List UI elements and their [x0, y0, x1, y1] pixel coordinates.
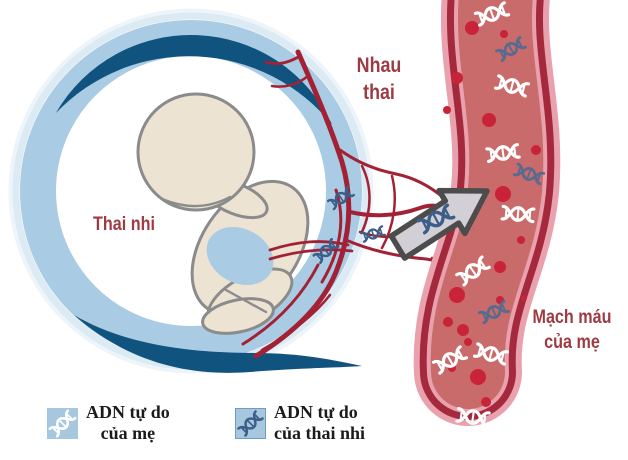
blood-cells — [443, 21, 541, 407]
dna-free-fetal-icon — [237, 409, 264, 437]
ring-crescent-bottom — [74, 315, 362, 373]
legend-label-line2: của thai nhi — [274, 423, 366, 443]
ring-crescent-top — [55, 34, 333, 126]
cffdna-arrow — [388, 187, 490, 261]
legend-item-fetal-dna: ADN tự do của thai nhi — [235, 402, 365, 444]
label-fetus: Thai nhi — [93, 214, 155, 235]
fetus — [136, 92, 310, 335]
label-placenta-line1: Nhau — [356, 54, 402, 77]
legend-item-maternal-dna: ADN tự do của mẹ — [47, 402, 170, 444]
maternal-vessel — [413, 0, 561, 427]
legend-label-line2: của mẹ — [100, 423, 156, 443]
label-placenta: Nhau thai — [343, 52, 414, 107]
label-maternal-vessel-line2: của mẹ — [544, 331, 600, 353]
label-placenta-line2: thai — [363, 81, 395, 105]
label-maternal-vessel: Mạch máu của mẹ — [528, 306, 616, 355]
dna-free-maternal-icon — [48, 408, 77, 438]
legend-label-line1: ADN tự do — [274, 402, 358, 422]
legend-swatch — [47, 407, 78, 439]
legend-label-line1: ADN tự do — [86, 402, 170, 422]
legend-label: ADN tự do của thai nhi — [274, 402, 365, 444]
legend-swatch — [235, 407, 266, 439]
fetus-belly — [206, 227, 274, 285]
legend-label: ADN tự do của mẹ — [86, 402, 170, 444]
label-maternal-vessel-line1: Mạch máu — [532, 307, 612, 328]
